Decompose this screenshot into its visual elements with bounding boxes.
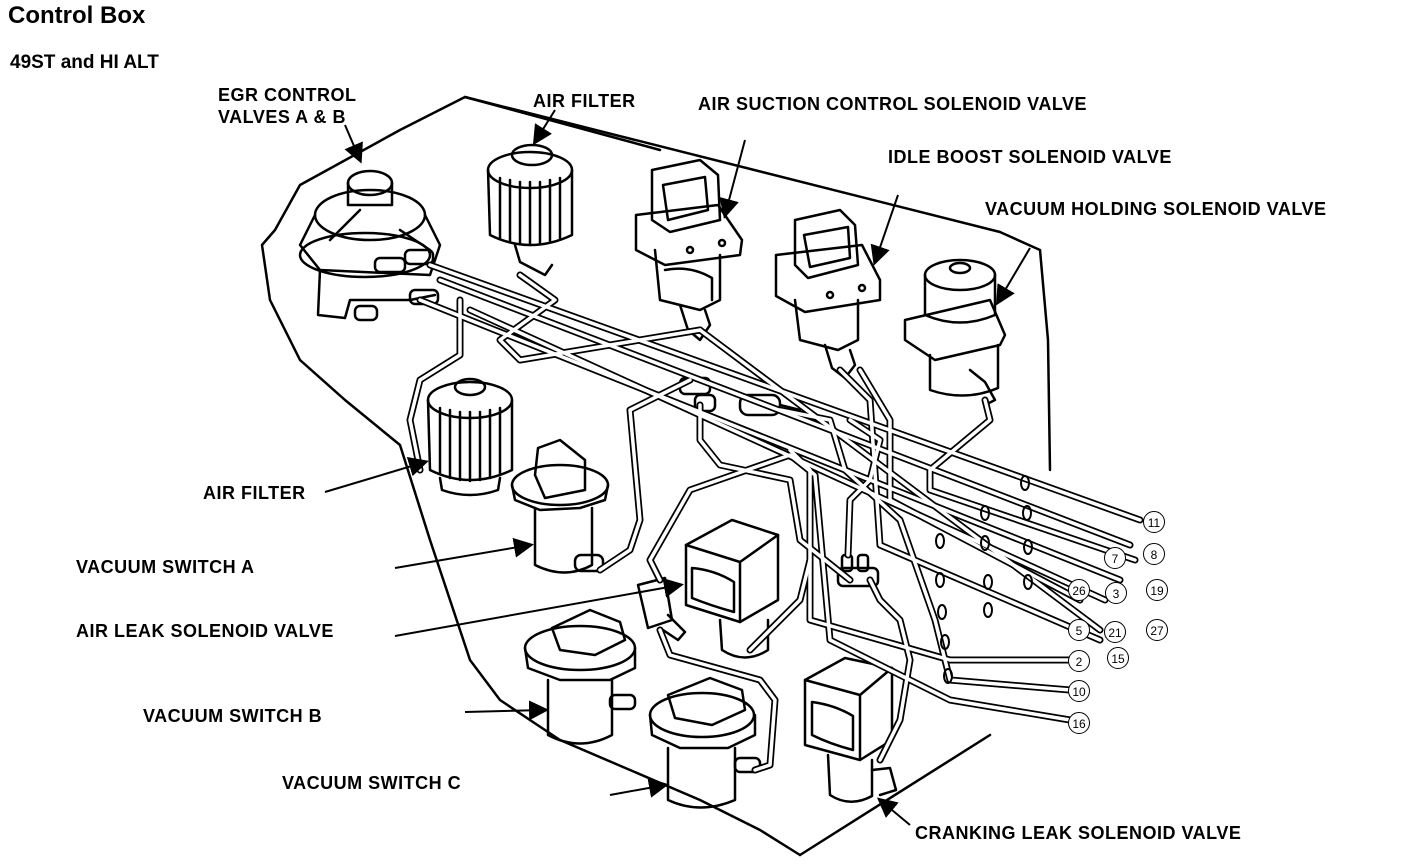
label-air-filter-left: AIR FILTER [203, 483, 306, 503]
hose-number-26: 26 [1068, 579, 1090, 601]
air-suction-control-solenoid-valve [634, 158, 744, 342]
hose-number-11: 11 [1143, 511, 1165, 533]
label-air-suction-control-solenoid-valve: AIR SUCTION CONTROL SOLENOID VALVE [698, 94, 1088, 114]
label-idle-boost-solenoid-valve: IDLE BOOST SOLENOID VALVE [888, 147, 1172, 167]
hose-number-15: 15 [1107, 647, 1129, 669]
page-title: Control Box [8, 2, 146, 29]
label-vacuum-switch-c: VACUUM SWITCH C [282, 773, 462, 793]
hose-number-27: 27 [1146, 619, 1168, 641]
air-filter-top [486, 143, 574, 277]
control-box-top-edge [463, 95, 662, 152]
vacuum-switch-c [648, 676, 762, 809]
hose-number-8: 8 [1143, 543, 1165, 565]
hose-number-19: 19 [1146, 579, 1168, 601]
page-subtitle: 49ST and HI ALT [10, 52, 159, 73]
label-vacuum-switch-a: VACUUM SWITCH A [76, 557, 255, 577]
hose-number-5: 5 [1068, 619, 1090, 641]
air-leak-solenoid-valve [636, 518, 780, 659]
leader-lines [324, 109, 1031, 826]
cranking-leak-solenoid-valve [803, 656, 898, 803]
check-valve [738, 393, 802, 417]
hose-number-3: 3 [1105, 582, 1127, 604]
air-filter-left [426, 377, 514, 497]
manifold-joint [836, 553, 880, 588]
label-vacuum-switch-b: VACUUM SWITCH B [143, 706, 323, 726]
idle-boost-solenoid-valve [774, 208, 882, 380]
label-egr-control-line2: VALVES A & B [218, 107, 347, 127]
label-vacuum-holding-solenoid-valve: VACUUM HOLDING SOLENOID VALVE [985, 199, 1327, 219]
hose-number-2: 2 [1068, 650, 1090, 672]
label-cranking-leak-solenoid-valve: CRANKING LEAK SOLENOID VALVE [915, 823, 1242, 843]
egr-control-valves [298, 169, 442, 322]
hose-number-16: 16 [1068, 712, 1090, 734]
hose-number-10: 10 [1068, 680, 1090, 702]
vacuum-switch-a [510, 438, 610, 574]
control-box-outline [260, 95, 1052, 857]
label-egr-control-line1: EGR CONTROL [218, 85, 357, 105]
hose-clamps [935, 475, 1033, 684]
vacuum-switch-b [523, 608, 637, 745]
hose-number-7: 7 [1104, 547, 1126, 569]
vacuum-holding-solenoid-valve [903, 258, 1007, 407]
hose-number-21: 21 [1104, 621, 1126, 643]
label-air-leak-solenoid-valve: AIR LEAK SOLENOID VALVE [76, 621, 334, 641]
label-air-filter-top: AIR FILTER [533, 91, 636, 111]
